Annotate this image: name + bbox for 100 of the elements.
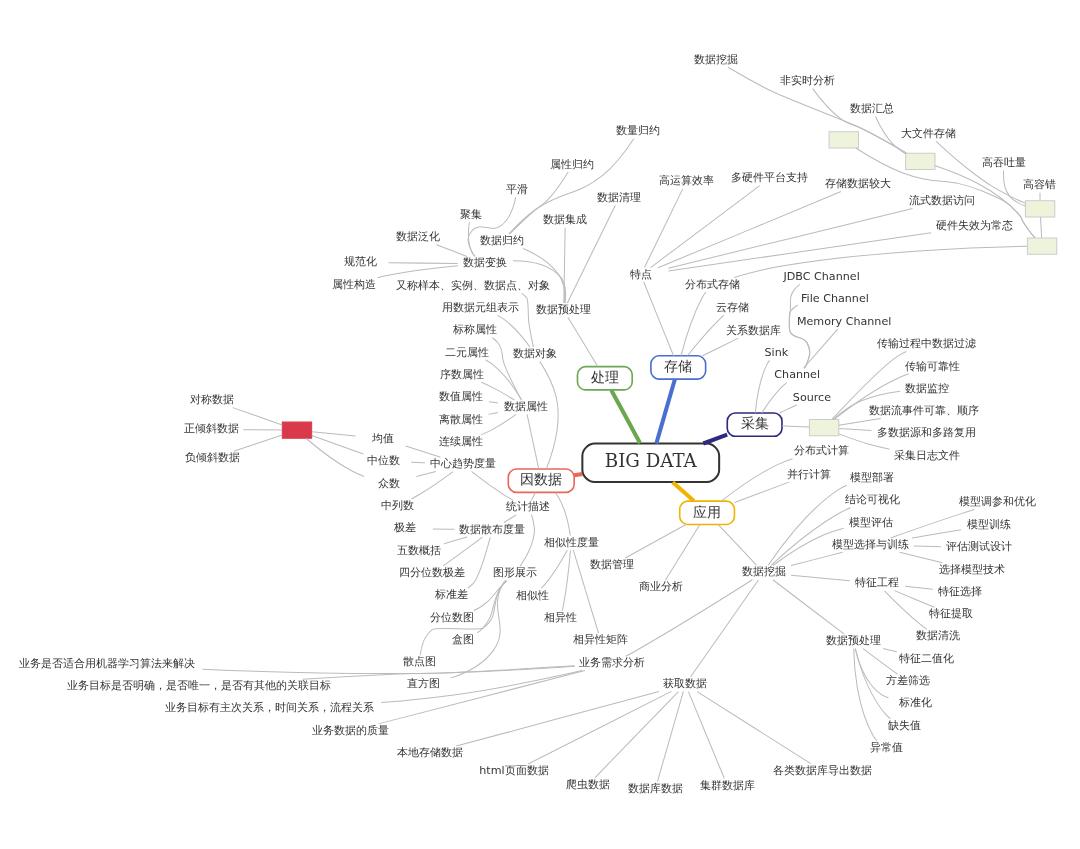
connector <box>790 551 844 567</box>
connector <box>522 247 566 304</box>
node-text: 数据挖掘 <box>741 565 786 579</box>
node-box: 存储 <box>650 355 707 380</box>
node-text: 模型选择与训练 <box>831 537 909 551</box>
node-text: 关系数据库 <box>725 323 781 337</box>
connector <box>911 529 962 539</box>
node-text: 存储数据较大 <box>825 177 892 191</box>
node-text: 数据对象 <box>512 347 557 361</box>
connector <box>625 579 753 657</box>
node-text: 数据预处理 <box>826 634 882 648</box>
connector <box>882 648 898 653</box>
node-text: 多数据源和多路复用 <box>876 426 976 440</box>
connector <box>643 281 675 357</box>
connector <box>657 191 842 269</box>
node-text: Memory Channel <box>796 314 892 328</box>
node-text: 硬件失效为常态 <box>935 219 1013 233</box>
node-text: 中列数 <box>380 498 414 512</box>
connector <box>467 536 491 589</box>
connector <box>594 691 679 779</box>
connector <box>721 458 793 502</box>
connector <box>833 373 910 420</box>
connector <box>519 514 535 567</box>
node-text: 并行计算 <box>786 467 831 481</box>
node-box: 应用 <box>678 500 736 526</box>
node-text: 非实时分析 <box>780 74 836 88</box>
connector <box>242 429 283 431</box>
connector <box>442 536 483 567</box>
connector <box>656 690 684 783</box>
node-text: 连续属性 <box>439 434 484 448</box>
node-text: 特征提取 <box>929 607 974 621</box>
node-text: 业务需求分析 <box>579 656 646 670</box>
connector <box>831 351 907 420</box>
node-box <box>281 421 313 439</box>
node-text: 属性构造 <box>332 277 377 291</box>
connector <box>832 390 901 420</box>
node-text: 数据流事件可靠、顺序 <box>869 404 980 418</box>
connector <box>788 283 811 369</box>
connector <box>701 337 739 357</box>
connector <box>573 472 583 478</box>
node-text: 正倾斜数据 <box>183 422 239 436</box>
node-text: 大文件存储 <box>900 126 956 140</box>
node-text: 统计描述 <box>505 500 550 514</box>
connector <box>572 549 600 634</box>
connector <box>404 445 442 458</box>
node-text: 传输过程中数据过滤 <box>877 337 977 351</box>
node-text: Sink <box>764 346 789 360</box>
connector <box>696 691 812 765</box>
node-text: 分布式计算 <box>793 444 849 458</box>
node-text: 标准化 <box>899 696 933 710</box>
node-text: 高吞吐量 <box>982 156 1027 170</box>
connector <box>1040 216 1043 239</box>
node-text: 数据集成 <box>543 213 588 227</box>
connector <box>311 435 364 455</box>
node-text: 高容错 <box>1023 178 1057 192</box>
node-text: 直方图 <box>406 677 440 691</box>
node-text: 获取数据 <box>663 677 708 691</box>
node-text: 传输可靠性 <box>905 359 961 373</box>
connector <box>480 413 517 436</box>
connector <box>540 549 568 589</box>
connector <box>432 528 455 530</box>
connector <box>521 292 534 348</box>
connector <box>853 648 878 742</box>
node-text: 流式数据访问 <box>908 194 975 208</box>
node-text: File Channel <box>801 292 869 306</box>
connector <box>650 185 761 269</box>
node-text: 相异性矩阵 <box>573 633 629 647</box>
node-text: 标称属性 <box>452 323 497 337</box>
connector <box>854 648 889 699</box>
connector <box>609 389 642 445</box>
connector <box>838 433 891 450</box>
node-text: 异常值 <box>870 741 904 755</box>
node-text: 数据变换 <box>463 256 508 270</box>
node-text: 数据库数据 <box>627 781 683 795</box>
connector <box>687 691 725 779</box>
node-text: 评估测试设计 <box>945 540 1012 554</box>
connector <box>838 417 882 426</box>
connector <box>467 196 517 257</box>
node-text: 数据泛化 <box>396 230 441 244</box>
node-box: 因数据 <box>507 468 575 494</box>
node-text: 数量归约 <box>616 124 661 138</box>
connector <box>904 585 934 590</box>
connector <box>1003 169 1026 207</box>
connector <box>527 690 672 765</box>
connector <box>503 514 517 523</box>
connector <box>473 580 508 612</box>
node-text: 数据清理 <box>596 191 641 205</box>
node-text: 分布式存储 <box>684 277 740 291</box>
node-text: 众数 <box>378 476 401 490</box>
node-box: BIG DATA <box>581 442 721 484</box>
connector <box>770 507 852 566</box>
connector <box>567 316 599 367</box>
connector <box>913 545 942 548</box>
connector <box>935 140 1026 204</box>
node-text: 结论可视化 <box>845 493 901 507</box>
node-text: 采集日志文件 <box>894 448 961 462</box>
node-text: 各类数据库导出数据 <box>772 763 872 777</box>
node-text: 本地存储数据 <box>396 746 463 760</box>
connector <box>883 590 928 630</box>
node-box <box>808 419 840 437</box>
